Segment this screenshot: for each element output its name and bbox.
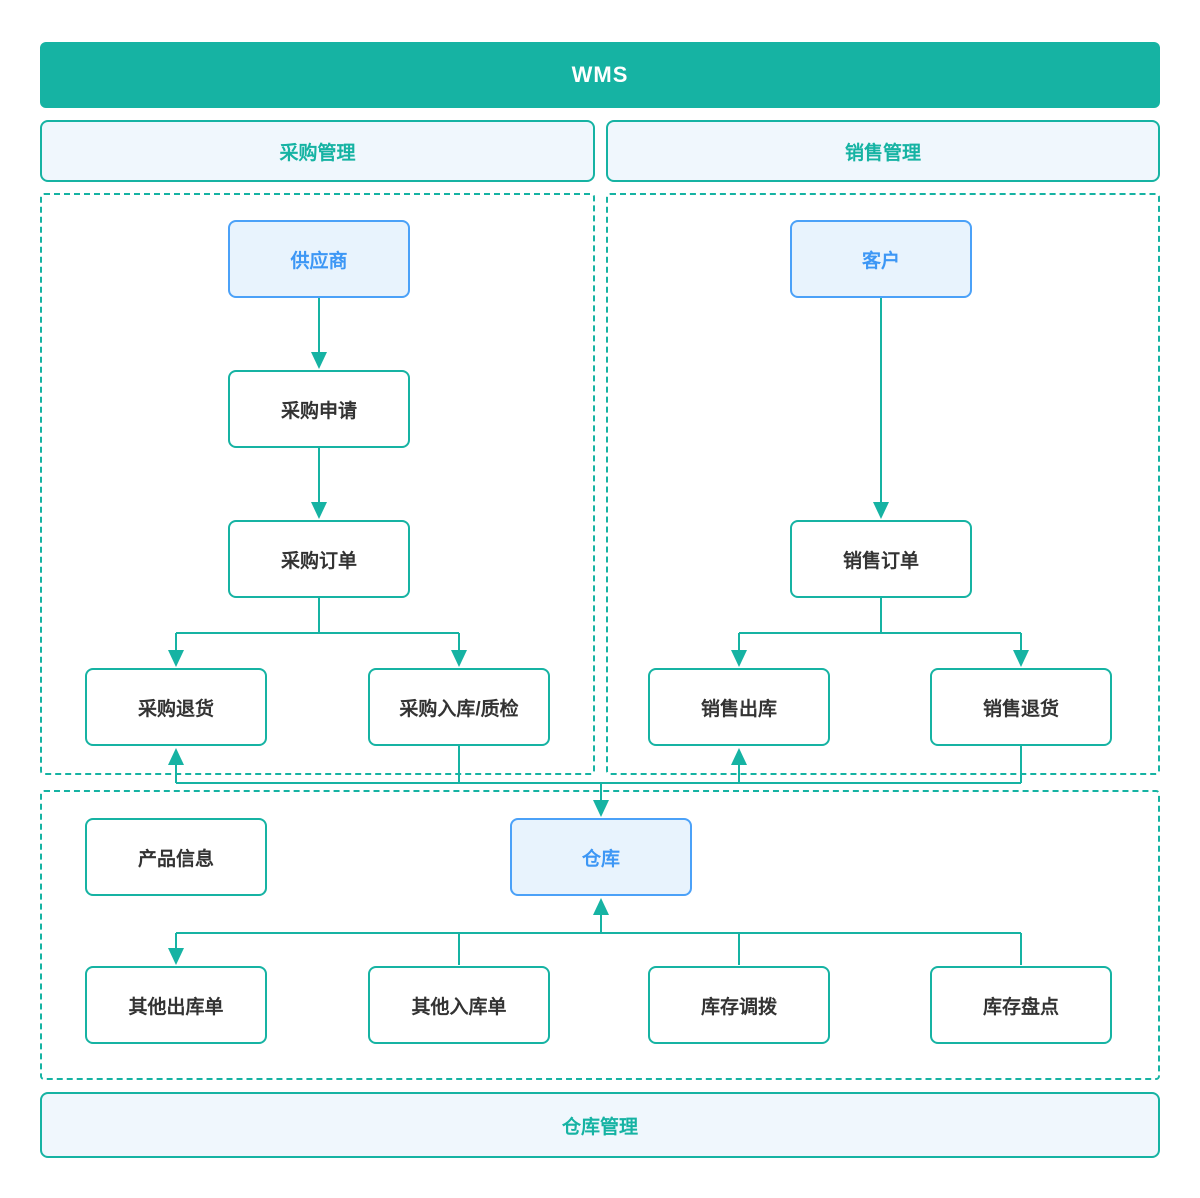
node-customer: 客户: [790, 220, 972, 298]
node-purchase-return: 采购退货: [85, 668, 267, 746]
warehouse-section-footer: 仓库管理: [40, 1092, 1160, 1158]
node-purchase-request: 采购申请: [228, 370, 410, 448]
wms-title-banner: WMS: [40, 42, 1160, 108]
node-purchase-order: 采购订单: [228, 520, 410, 598]
sales-header-label: 销售管理: [844, 142, 921, 164]
purchase-section-header: 采购管理: [40, 120, 595, 182]
node-stock-transfer: 库存调拨: [648, 966, 830, 1044]
node-product-info: 产品信息: [85, 818, 267, 896]
wms-title: WMS: [571, 62, 629, 87]
node-sales-return: 销售退货: [930, 668, 1112, 746]
node-supplier: 供应商: [228, 220, 410, 298]
node-sales-order: 销售订单: [790, 520, 972, 598]
node-purchase-inbound-qc: 采购入库/质检: [368, 668, 550, 746]
node-other-outbound: 其他出库单: [85, 966, 267, 1044]
sales-section-header: 销售管理: [606, 120, 1160, 182]
node-warehouse: 仓库: [510, 818, 692, 896]
node-sales-outbound: 销售出库: [648, 668, 830, 746]
purchase-header-label: 采购管理: [279, 142, 356, 164]
node-other-inbound: 其他入库单: [368, 966, 550, 1044]
warehouse-footer-label: 仓库管理: [561, 1116, 638, 1138]
node-stock-count: 库存盘点: [930, 966, 1112, 1044]
